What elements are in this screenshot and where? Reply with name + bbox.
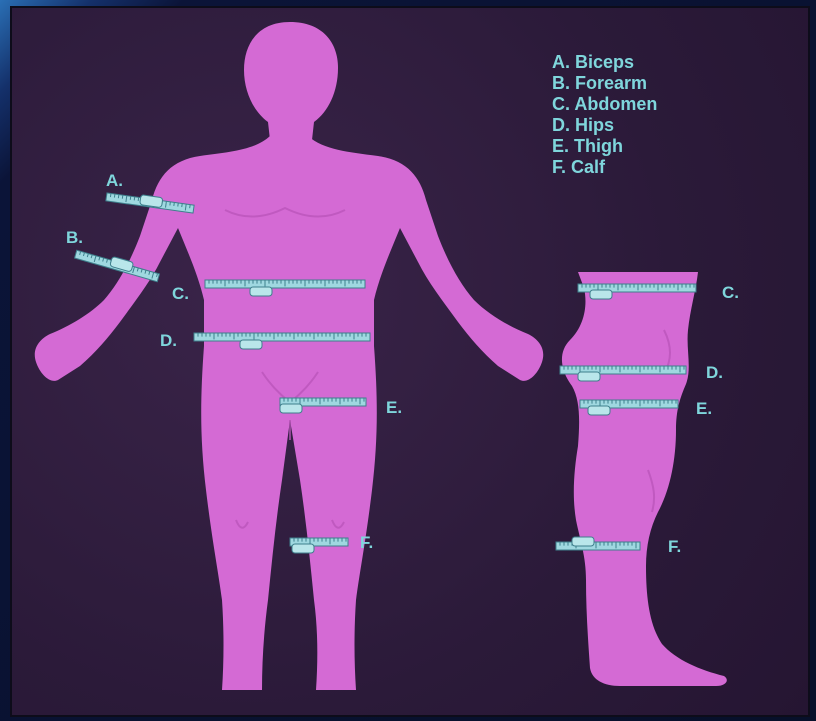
label-side-e: E. bbox=[696, 399, 712, 418]
front-body-figure bbox=[35, 22, 543, 690]
label-front-b: B. bbox=[66, 228, 83, 247]
legend-item-abdomen: C. Abdomen bbox=[552, 94, 657, 114]
tape-tick bbox=[118, 195, 119, 199]
tape-tick bbox=[122, 195, 123, 199]
label-side-f: F. bbox=[668, 537, 681, 556]
legend-item-forearm: B. Forearm bbox=[552, 73, 647, 93]
tape-tick bbox=[130, 196, 131, 200]
tape-tick bbox=[174, 202, 175, 206]
label-front-e: E. bbox=[386, 398, 402, 417]
label-front-f: F. bbox=[360, 533, 373, 552]
tape-tick bbox=[114, 194, 115, 198]
label-side-d: D. bbox=[706, 363, 723, 382]
tape-tick bbox=[178, 203, 179, 207]
legend-item-calf: F. Calf bbox=[552, 157, 606, 177]
label-front-c: C. bbox=[172, 284, 189, 303]
label-front-a: A. bbox=[106, 171, 123, 190]
tape-tick bbox=[190, 205, 191, 209]
legend-item-thigh: E. Thigh bbox=[552, 136, 623, 156]
tape-tick bbox=[170, 202, 171, 206]
legend-item-hips: D. Hips bbox=[552, 115, 614, 135]
legend: A. Biceps B. Forearm C. Abdomen D. Hips … bbox=[552, 52, 657, 177]
label-side-c: C. bbox=[722, 283, 739, 302]
tape-tick bbox=[110, 193, 111, 197]
tape-tick bbox=[138, 197, 139, 201]
side-body-figure bbox=[562, 272, 727, 686]
legend-item-biceps: A. Biceps bbox=[552, 52, 634, 72]
tape-tick bbox=[182, 203, 183, 207]
tape-tick bbox=[134, 197, 135, 201]
label-front-d: D. bbox=[160, 331, 177, 350]
